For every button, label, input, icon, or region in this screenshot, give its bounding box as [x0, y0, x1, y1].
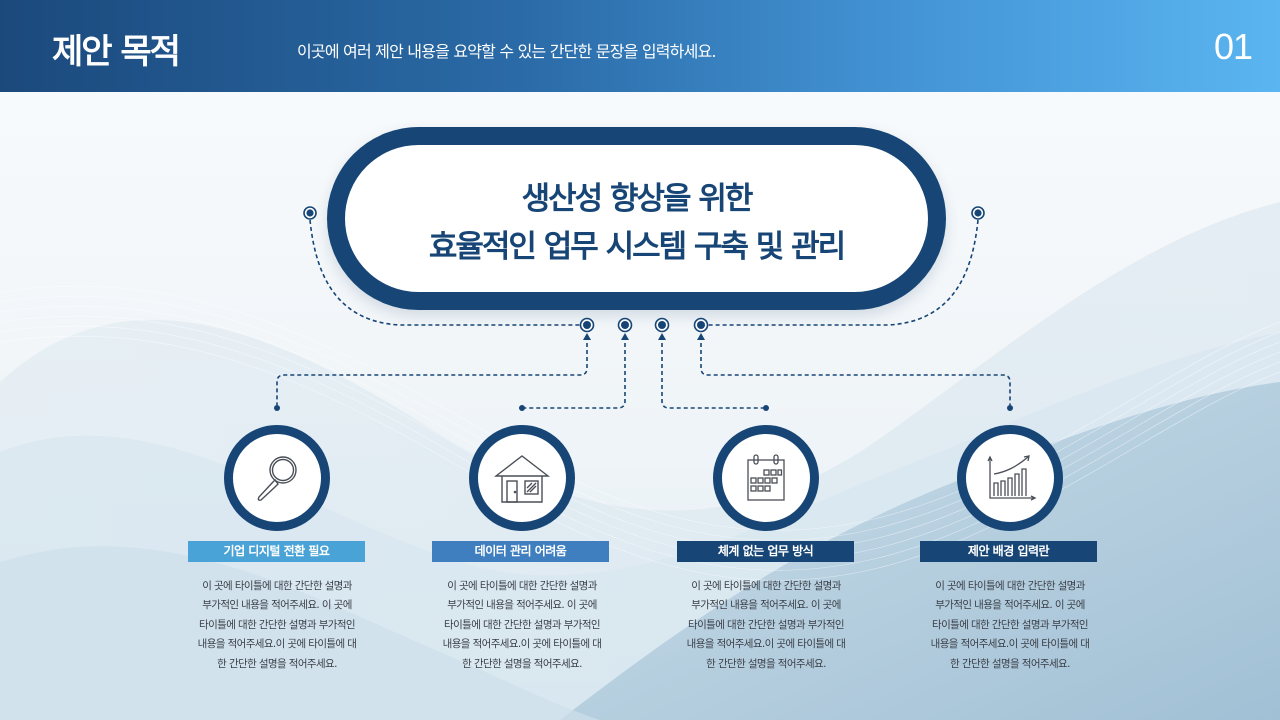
item-label: 제안 배경 입력란 — [920, 541, 1097, 562]
header-band: 제안 목적 이곳에 여러 제안 내용을 요약할 수 있는 간단한 문장을 입력하… — [0, 0, 1280, 92]
central-statement: 생산성 향상을 위한 효율적인 업무 시스템 구축 및 관리 — [327, 127, 946, 310]
page-number: 01 — [1213, 26, 1253, 67]
desc-line: 내용을 적어주세요.이 곳에 타이틀에 대 — [930, 638, 1090, 651]
desc-line: 타이틀에 대한 간단한 설명과 부가적인 — [688, 618, 845, 631]
item-description: 이 곳에 타이틀에 대한 간단한 설명과 부가적인 내용을 적어주세요. 이 곳… — [422, 577, 622, 674]
house-icon — [493, 455, 551, 503]
desc-line: 한 간단한 설명을 적어주세요. — [462, 657, 582, 670]
desc-line: 부가적인 내용을 적어주세요. 이 곳에 — [202, 599, 352, 612]
desc-line: 이 곳에 타이틀에 대한 간단한 설명과 — [202, 580, 352, 592]
desc-line: 타이틀에 대한 간단한 설명과 부가적인 — [932, 618, 1089, 631]
magnifier-icon — [257, 456, 297, 501]
central-line-1: 생산성 향상을 위한 — [521, 181, 754, 217]
desc-line: 부가적인 내용을 적어주세요. 이 곳에 — [447, 599, 597, 612]
calendar-icon — [747, 454, 785, 501]
desc-line: 한 간단한 설명을 적어주세요. — [706, 657, 826, 670]
item-description: 이 곳에 타이틀에 대한 간단한 설명과 부가적인 내용을 적어주세요. 이 곳… — [177, 577, 377, 674]
desc-line: 내용을 적어주세요.이 곳에 타이틀에 대 — [686, 638, 846, 651]
desc-line: 이 곳에 타이틀에 대한 간단한 설명과 — [691, 580, 841, 592]
item-description: 이 곳에 타이틀에 대한 간단한 설명과 부가적인 내용을 적어주세요. 이 곳… — [666, 577, 866, 674]
item-icon-circle — [713, 425, 819, 531]
item-description: 이 곳에 타이틀에 대한 간단한 설명과 부가적인 내용을 적어주세요. 이 곳… — [910, 577, 1110, 674]
page-subtitle: 이곳에 여러 제안 내용을 요약할 수 있는 간단한 문장을 입력하세요. — [297, 42, 717, 61]
desc-line: 타이틀에 대한 간단한 설명과 부가적인 — [444, 618, 601, 631]
growth-chart-icon — [987, 455, 1037, 501]
desc-line: 이 곳에 타이틀에 대한 간단한 설명과 — [447, 580, 597, 592]
central-line-2: 효율적인 업무 시스템 구축 및 관리 — [428, 229, 846, 265]
desc-line: 한 간단한 설명을 적어주세요. — [217, 657, 337, 670]
desc-line: 부가적인 내용을 적어주세요. 이 곳에 — [935, 599, 1085, 612]
item-icon-circle — [469, 425, 575, 531]
desc-line: 타이틀에 대한 간단한 설명과 부가적인 — [199, 618, 356, 631]
desc-line: 이 곳에 타이틀에 대한 간단한 설명과 — [935, 580, 1085, 592]
desc-line: 부가적인 내용을 적어주세요. 이 곳에 — [691, 599, 841, 612]
desc-line: 내용을 적어주세요.이 곳에 타이틀에 대 — [442, 638, 602, 651]
item-label: 체계 없는 업무 방식 — [677, 541, 854, 562]
desc-line: 내용을 적어주세요.이 곳에 타이틀에 대 — [197, 638, 357, 651]
desc-line: 한 간단한 설명을 적어주세요. — [950, 657, 1070, 670]
page-title: 제안 목적 — [52, 32, 181, 72]
item-label: 데이터 관리 어려움 — [432, 541, 609, 562]
item-label: 기업 디지털 전환 필요 — [188, 541, 365, 562]
item-icon-circle — [957, 425, 1063, 531]
item-icon-circle — [224, 425, 330, 531]
